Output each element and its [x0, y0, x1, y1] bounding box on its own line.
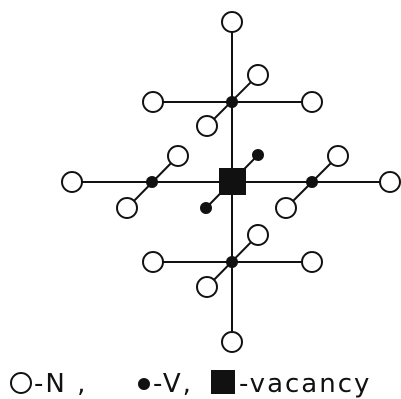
n-atom: [247, 224, 269, 246]
legend-vacancy-icon: [211, 370, 235, 394]
v-atom: [226, 96, 238, 108]
legend-v-label: -V,: [153, 369, 193, 399]
n-atoms: [61, 11, 401, 353]
n-atom: [142, 91, 164, 113]
v-atoms: [146, 96, 318, 268]
n-atom: [275, 197, 297, 219]
v-atom: [226, 256, 238, 268]
n-atom: [247, 64, 269, 86]
v-atom: [146, 176, 158, 188]
n-atom: [142, 251, 164, 273]
n-atom: [327, 145, 349, 167]
n-atom: [221, 331, 243, 353]
n-atom: [379, 171, 401, 193]
legend-v-icon: [138, 378, 150, 390]
legend-n-label: -N ,: [34, 369, 87, 399]
n-atom: [301, 91, 323, 113]
n-atom: [196, 115, 218, 137]
n-atom: [196, 276, 218, 298]
legend: -N , -V, -vacancy: [10, 369, 371, 399]
legend-vacancy-label: -vacancy: [239, 369, 371, 399]
n-atom: [61, 171, 83, 193]
n-atom: [301, 251, 323, 273]
v-atom: [306, 176, 318, 188]
n-atom: [116, 197, 138, 219]
v-atom: [252, 149, 264, 161]
legend-n-icon: [10, 372, 32, 394]
n-atom: [221, 11, 243, 33]
v-atom: [200, 202, 212, 214]
vacancy-square: [219, 168, 246, 195]
n-atom: [167, 145, 189, 167]
